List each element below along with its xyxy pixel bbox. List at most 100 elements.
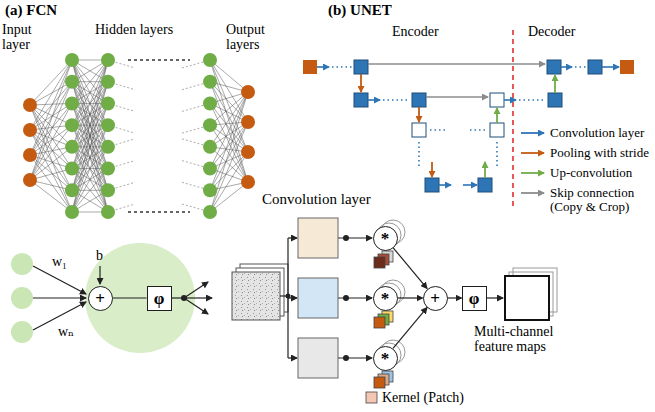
- drawing-line: [602, 66, 619, 68]
- neuron-dot: [241, 85, 255, 99]
- label-text: Kernel (Patch): [382, 390, 464, 405]
- label-text: Input layer: [2, 22, 46, 52]
- connector: [113, 297, 147, 298]
- drawing-line: [128, 211, 190, 213]
- operator-circle: *: [373, 286, 398, 311]
- connector: [393, 308, 427, 349]
- drawing-line: [33, 266, 86, 294]
- neuron-dot: [101, 75, 115, 89]
- drawing-g: [412, 93, 504, 137]
- drawing-line: [496, 142, 498, 166]
- label-text: Output layers: [226, 22, 276, 52]
- node-text: +: [430, 290, 440, 307]
- drawing-g: [33, 266, 212, 330]
- drawing-line: [360, 74, 362, 92]
- label-text: Convolution layer: [262, 192, 371, 207]
- drawing-rect: [490, 123, 504, 137]
- drawing-rect: [478, 178, 492, 192]
- unet: [303, 30, 634, 210]
- drawing-line: [368, 99, 380, 101]
- drawing-circle: [286, 294, 291, 299]
- layer-ellipsis: [128, 60, 190, 212]
- neuron-dot: [101, 53, 115, 67]
- line-stroke: [30, 147, 72, 180]
- neuron-dot: [203, 183, 217, 197]
- drawing-rect: [412, 123, 426, 137]
- line-stroke: [72, 60, 108, 169]
- drawing-circle: [181, 295, 187, 301]
- drawing-line: [184, 298, 208, 314]
- operator-circle: +: [423, 286, 448, 311]
- neuron-dot: [23, 123, 37, 137]
- neuron-dot: [101, 183, 115, 197]
- drawing-line: [463, 184, 477, 186]
- drawing-rect: [298, 338, 338, 378]
- line-stroke: [30, 180, 72, 212]
- label-text: (b) UNET: [328, 3, 392, 18]
- drawing-line: [128, 59, 190, 61]
- drawing-rect: [425, 178, 439, 192]
- drawing-line: [288, 357, 297, 358]
- neuron-dot: [65, 118, 79, 132]
- neuron-dot: [203, 96, 217, 110]
- drawing-line: [383, 99, 410, 101]
- operator-circle: *: [373, 226, 398, 251]
- neuron-dot: [101, 205, 115, 219]
- label-text: Multi-channel feature maps: [474, 324, 570, 354]
- label-text: Hidden layers: [95, 22, 173, 37]
- neuron-dot: [65, 96, 79, 110]
- drawing-rect: [374, 377, 385, 388]
- drawing-rect: [548, 93, 562, 107]
- fcn-network: [23, 53, 255, 219]
- activation-box: φ: [462, 286, 487, 311]
- label-text: b: [96, 248, 103, 263]
- legend-arrow: [521, 132, 544, 134]
- neuron-dot: [203, 75, 217, 89]
- neuron-dot: [101, 118, 115, 132]
- connector: [393, 248, 427, 289]
- drawing-g: [366, 251, 393, 403]
- drawing-rect: [298, 278, 338, 318]
- drawing-line: [512, 30, 514, 210]
- drawing-line: [575, 66, 586, 68]
- neuron-dot: [101, 162, 115, 176]
- connector: [448, 297, 462, 298]
- drawing-rect: [303, 60, 317, 74]
- legend-text: Up-convolution: [550, 166, 632, 180]
- drawing-rect: [374, 317, 385, 328]
- neuron-dot: [203, 118, 217, 132]
- neuron-dot: [241, 145, 255, 159]
- drawing-rect: [232, 272, 280, 320]
- node-text: φ: [154, 290, 165, 307]
- legend-arrow: [521, 192, 544, 194]
- neuron: [11, 243, 212, 353]
- drawing-rect: [505, 276, 549, 320]
- drawing-circle: [343, 235, 349, 241]
- neuron-dot: [23, 98, 37, 112]
- drawing-line: [439, 184, 451, 186]
- drawing-rect: [354, 93, 368, 107]
- drawing-line: [332, 66, 352, 68]
- neuron-dot: [65, 75, 79, 89]
- drawing-line: [288, 237, 297, 238]
- drawing-rect: [366, 392, 377, 403]
- line-stroke: [72, 147, 108, 212]
- drawing-circle: [343, 295, 349, 301]
- neuron-dot: [65, 183, 79, 197]
- label-text: Decoder: [528, 24, 575, 39]
- neuron-dot: [203, 53, 217, 67]
- node-text: *: [381, 230, 390, 247]
- neuron-dot: [241, 175, 255, 189]
- drawing-line: [486, 297, 503, 298]
- drawing-line: [504, 99, 516, 101]
- drawing-line: [519, 99, 546, 101]
- neuron-dot: [101, 96, 115, 110]
- line-stroke: [210, 60, 248, 92]
- drawing-line: [184, 282, 208, 298]
- drawing-rect: [620, 60, 634, 74]
- label-text: wₙ: [58, 324, 74, 339]
- neuron-dot: [203, 162, 217, 176]
- drawing-line: [368, 63, 545, 65]
- neuron-dot: [241, 115, 255, 129]
- drawing-line: [33, 297, 86, 298]
